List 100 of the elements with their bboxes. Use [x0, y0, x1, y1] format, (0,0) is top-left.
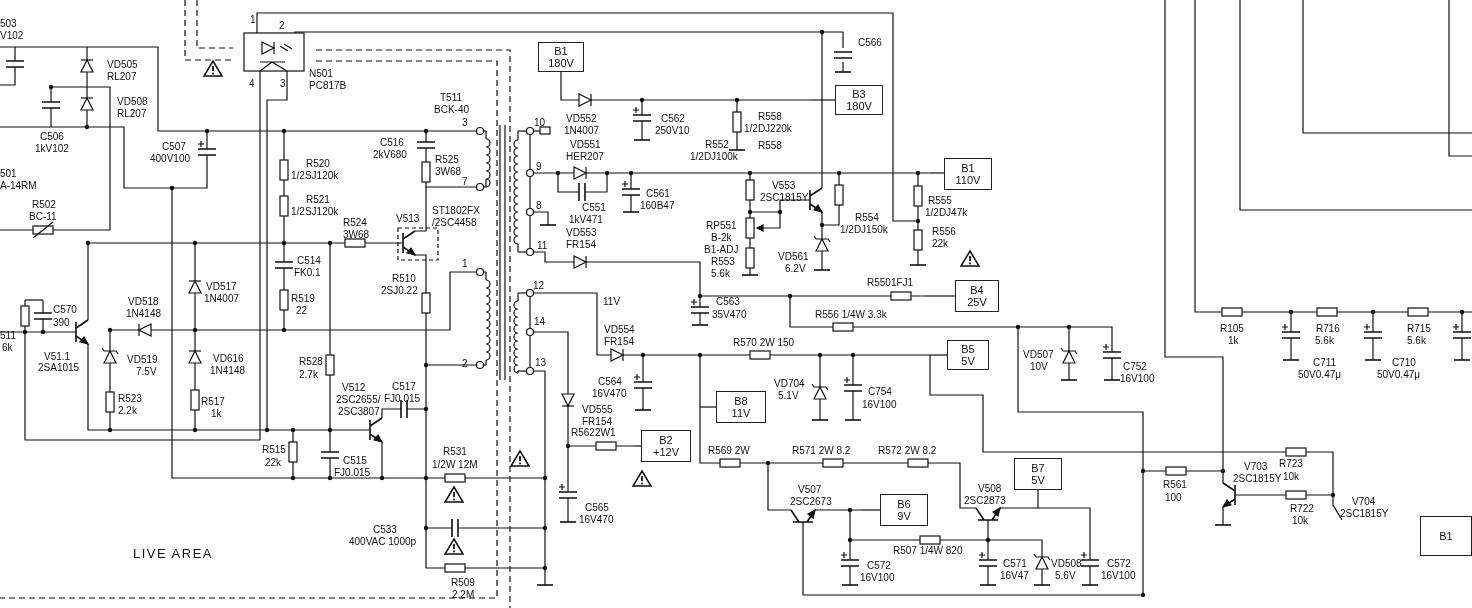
component-label: C754	[868, 386, 892, 398]
component-label: 5.1V	[778, 390, 799, 402]
component-label: 50V0.47μ	[1377, 369, 1421, 381]
wire	[929, 172, 945, 174]
component-label: 100	[1165, 492, 1182, 504]
voltage-box	[944, 158, 992, 190]
component-label: R520	[306, 158, 330, 170]
component-label: 11	[537, 240, 548, 252]
component-label: 160B47	[640, 200, 675, 212]
component-label: 22k	[932, 238, 949, 250]
voltage-label: 180V	[846, 100, 872, 112]
component-label: R524	[343, 217, 367, 229]
voltage-label: 5V	[961, 355, 975, 367]
component-label: 2.7k	[299, 369, 318, 381]
component-label: 250V10	[655, 125, 690, 137]
component-label: R507 1/4W 820	[893, 545, 963, 557]
component-label: 22	[296, 305, 308, 317]
component-label: 2.2M	[452, 589, 475, 601]
component-label: C710	[1392, 357, 1416, 369]
component-label: R553	[711, 256, 735, 268]
component-label: 400V100	[150, 153, 191, 165]
voltage-box	[538, 42, 584, 72]
voltage-label: B8	[734, 395, 748, 407]
component-label: 1kV471	[569, 214, 603, 226]
voltage-box	[835, 85, 883, 115]
component-label: C566	[858, 37, 882, 49]
component-label: 1/2DJ47k	[925, 207, 968, 219]
component-label: 2SC2673	[790, 496, 832, 508]
component-label: 2SA1015	[38, 362, 80, 374]
component-label: 8	[536, 200, 542, 212]
component-label: V507	[798, 484, 822, 496]
component-label: VD508	[1051, 558, 1082, 570]
wire	[560, 71, 562, 97]
component-label: C564	[598, 376, 622, 388]
component-label: 2SC1815Y	[1233, 473, 1282, 485]
component-label: VD517	[206, 281, 237, 293]
voltage-box	[641, 430, 691, 462]
component-label: 3W68	[435, 166, 462, 178]
component-label: /2SC4458	[432, 217, 477, 229]
component-label: 16V100	[860, 572, 895, 584]
component-label: C561	[646, 188, 670, 200]
voltage-label: B2	[659, 434, 673, 446]
area-label: LIVE AREA	[133, 548, 213, 560]
component-label: 1/2DJ100k	[690, 151, 738, 163]
component-label: R5501FJ1	[867, 277, 914, 289]
component-label: FK0.1	[294, 267, 321, 279]
component-label: 1	[462, 258, 468, 270]
component-label: R531	[443, 446, 467, 458]
component-label: 16V47	[1000, 570, 1029, 582]
component-label: R569 2W	[708, 445, 750, 457]
component-label: VD518	[128, 296, 159, 308]
component-label: 400VAC 1000p	[349, 536, 417, 548]
component-label: R561	[1163, 479, 1187, 491]
component-label: A-14RM	[0, 180, 37, 192]
component-label: 6.2V	[785, 263, 806, 275]
component-label: VD554	[604, 324, 635, 336]
component-label: VD505	[107, 59, 138, 71]
component-label: N501	[309, 68, 333, 80]
component-label: R519	[291, 293, 315, 305]
component-label: V703	[1244, 461, 1268, 473]
component-label: 5.6k	[711, 268, 730, 280]
voltage-label: 110V	[955, 174, 981, 186]
component-label: ST1802FX	[432, 205, 480, 217]
component-label: C570	[53, 304, 77, 316]
component-label: V512	[342, 382, 366, 394]
component-label: VD508	[117, 96, 148, 108]
component-label: R502	[32, 199, 56, 211]
component-label: R716	[1316, 323, 1340, 335]
component-label: 12	[533, 280, 545, 292]
component-label: 2	[462, 358, 468, 370]
component-label: R715	[1407, 323, 1431, 335]
voltage-label: B4	[970, 284, 984, 296]
component-label: 2SC3807	[338, 406, 380, 418]
wire	[699, 406, 717, 408]
voltage-label: 180V	[548, 57, 574, 69]
voltage-label: B1	[1439, 530, 1453, 542]
wire	[1037, 489, 1039, 509]
voltage-label: B5	[961, 343, 975, 355]
component-label: C752	[1123, 361, 1147, 373]
voltage-box	[716, 391, 766, 423]
component-label: 9	[536, 161, 542, 173]
component-label: 16V100	[862, 399, 897, 411]
component-label: R5622W1	[571, 427, 616, 439]
component-label: C563	[716, 296, 740, 308]
component-label: 1/2DJ220k	[744, 123, 792, 135]
component-label: C517	[392, 381, 416, 393]
component-label: 10k	[1283, 471, 1300, 483]
component-label: 13	[535, 357, 547, 369]
component-label: 3W68	[343, 229, 370, 241]
wire	[924, 295, 956, 297]
component-label: R556 1/4W 3.3k	[815, 309, 887, 321]
component-label: 390	[53, 317, 70, 329]
component-label: V704	[1352, 496, 1376, 508]
component-label: 35V470	[712, 309, 747, 321]
component-label: 1N4148	[210, 365, 246, 377]
component-label: RL207	[107, 71, 137, 83]
wire	[811, 99, 836, 101]
component-label: 3	[280, 78, 286, 90]
component-label: R510	[392, 273, 416, 285]
voltage-box	[1420, 516, 1472, 556]
